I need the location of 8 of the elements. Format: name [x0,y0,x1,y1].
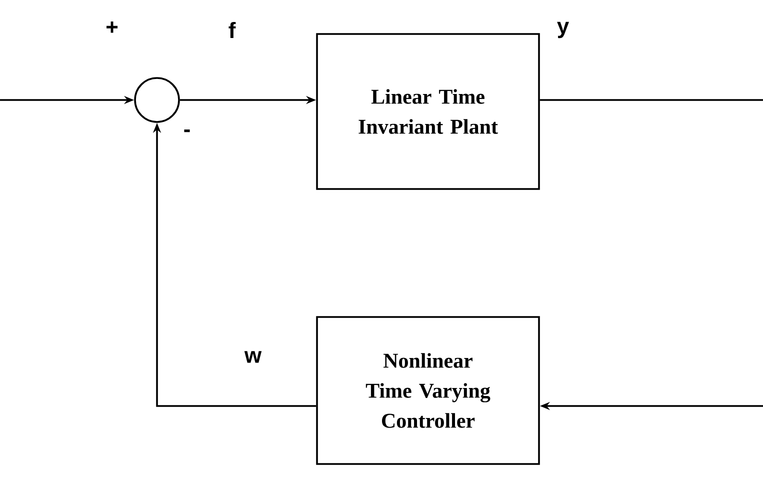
sign-label: - [184,130,190,132]
sign-label: + [106,22,118,33]
summing-junction [134,77,180,123]
block-box: Linear Time Invariant Plant [316,33,540,190]
signal-label: w [244,351,262,363]
signal-label: y [557,22,569,38]
signal-label: f [228,22,236,38]
block-box: Nonlinear Time Varying Controller [316,316,540,465]
